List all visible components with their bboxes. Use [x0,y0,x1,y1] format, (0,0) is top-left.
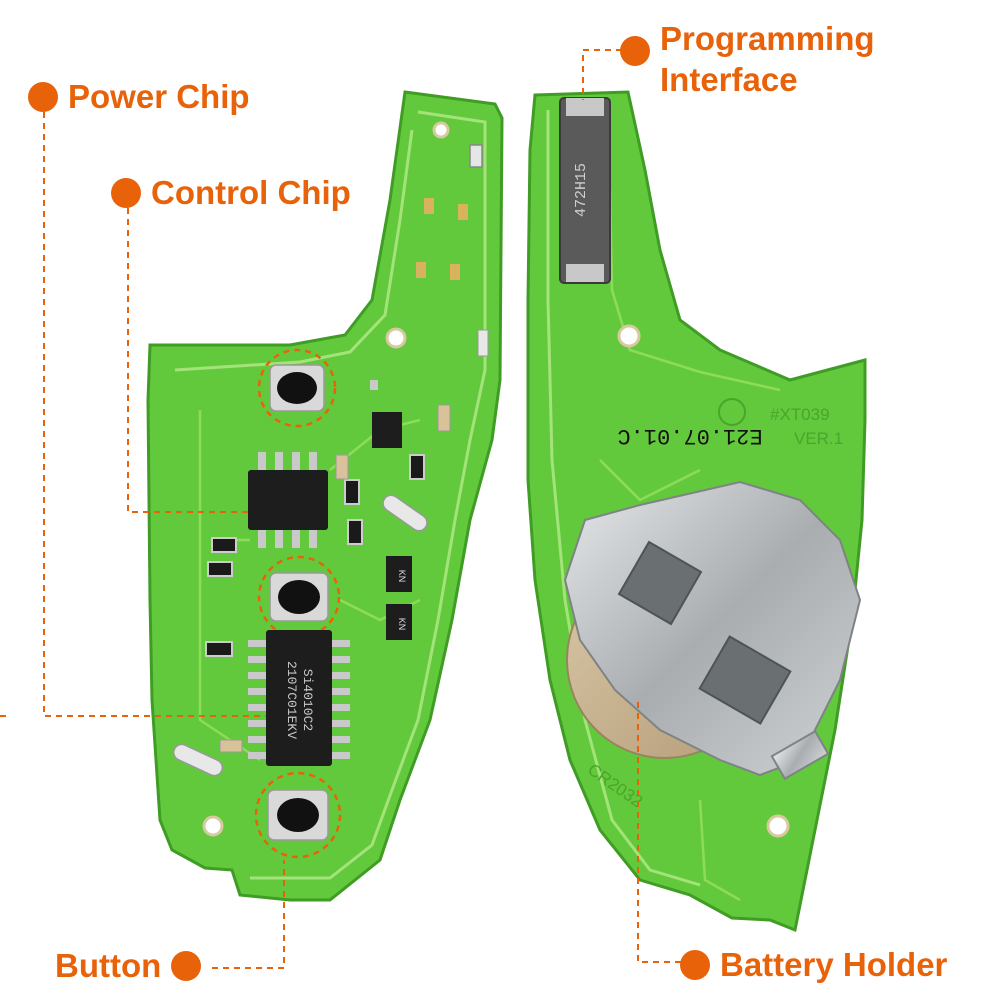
callout-label-programming: Programming [660,20,875,57]
leader-line-programming [582,49,622,100]
smd-pad [416,262,426,278]
power-chip: Si4010C2 2107C01EKV [248,630,350,766]
crystal-component [382,494,428,532]
smd-resistor [347,519,363,545]
callout-dot-icon [680,950,710,980]
interface-end-pad [566,264,604,282]
crystal-component [172,743,224,777]
callout-power-chip: Power Chip [28,76,250,118]
left-mount-hole-top [432,121,450,139]
chip-pin [309,452,317,472]
interface-marking: 472H15 [573,163,590,217]
version-marking: VER.1 [794,429,843,448]
chip-pin [292,452,300,472]
power-chip-marking-line2: 2107C01EKV [284,661,299,739]
left-pcb-board: KN KN Si4010C2 2107 [146,90,504,902]
model-marking: #XT039 [770,405,830,424]
control-chip-body [248,470,328,530]
button-highlight-circle [257,555,341,639]
smd-capacitor [219,739,243,753]
left-inner-trace [174,129,414,372]
smd-resistor [344,479,360,505]
sot-transistor [370,380,378,390]
battery-holder [563,480,862,781]
callout-label-battery-holder: Battery Holder [720,946,948,983]
button-cap [277,372,317,404]
chip-pin [292,528,300,548]
button-bottom [254,771,342,859]
callout-control-chip: Control Chip [111,172,351,214]
leader-lines [0,49,692,969]
right-pcb-board: 472H15 #XT039 VER.1 E21.07.01.C CR2032 [526,90,867,933]
right-mount-hole-top [617,324,641,348]
diode-lower: KN [386,604,412,640]
leader-line-button [212,860,285,969]
left-edge-trace [250,110,487,880]
chip-pin [275,452,283,472]
smd-resistor [207,561,233,577]
interface-end-pad [566,98,604,116]
button-cap [277,798,319,832]
diode-upper: KN [386,556,412,592]
smd-pad [450,264,460,280]
right-mount-hole-bottom [766,814,790,838]
smd-resistor [205,641,233,657]
led-component [469,144,483,168]
button-top [257,348,337,428]
callout-label-button: Button [55,947,162,984]
callout-label-power-chip: Power Chip [68,78,250,115]
battery-holder-window [698,635,792,725]
callout-dot-icon [171,951,202,981]
left-mount-hole-mid [385,327,407,349]
callout-label-interface: Interface [660,61,798,98]
callout-dot-icon [28,82,58,112]
callout-label-control-chip: Control Chip [151,174,351,211]
left-mount-hole-bottom [202,815,224,837]
date-code-marking: E21.07.01.C [617,423,762,448]
smd-pad [424,198,434,214]
smd-capacitor [477,329,489,357]
button-cap [278,580,320,614]
smd-capacitor [437,404,451,432]
diode-marking-lower: KN [397,618,407,631]
control-chip [248,452,328,548]
button-highlight-circle [254,771,342,859]
leader-line-control-chip [127,208,248,513]
callout-dot-icon [111,178,141,208]
maker-logo-icon [718,398,746,426]
smd-resistor [409,454,425,480]
smd-capacitor [335,454,349,480]
diode-marking-upper: KN [397,570,407,583]
right-inner-trace [599,189,781,902]
callout-battery-holder: Battery Holder [680,944,947,986]
battery-holder-window [617,540,703,626]
power-chip-body [266,630,332,766]
smd-resistor [211,537,237,553]
button-highlight-circle [257,348,337,428]
smd-pad [458,204,468,220]
callout-programming-interface: Programming Interface [620,18,875,100]
leader-line-power-chip [43,112,266,717]
callout-dot-icon [620,36,650,66]
power-chip-marking-line1: Si4010C2 [300,669,315,731]
button-middle [257,555,341,639]
chip-pin [258,528,266,548]
chip-pin [275,528,283,548]
battery-holder-tab [770,729,830,781]
sot-transistor [372,412,402,448]
chip-pin [309,528,317,548]
chip-pin [258,452,266,472]
callout-button: Button [55,945,202,987]
power-chip-pins [248,640,350,759]
programming-interface: 472H15 [559,97,611,284]
